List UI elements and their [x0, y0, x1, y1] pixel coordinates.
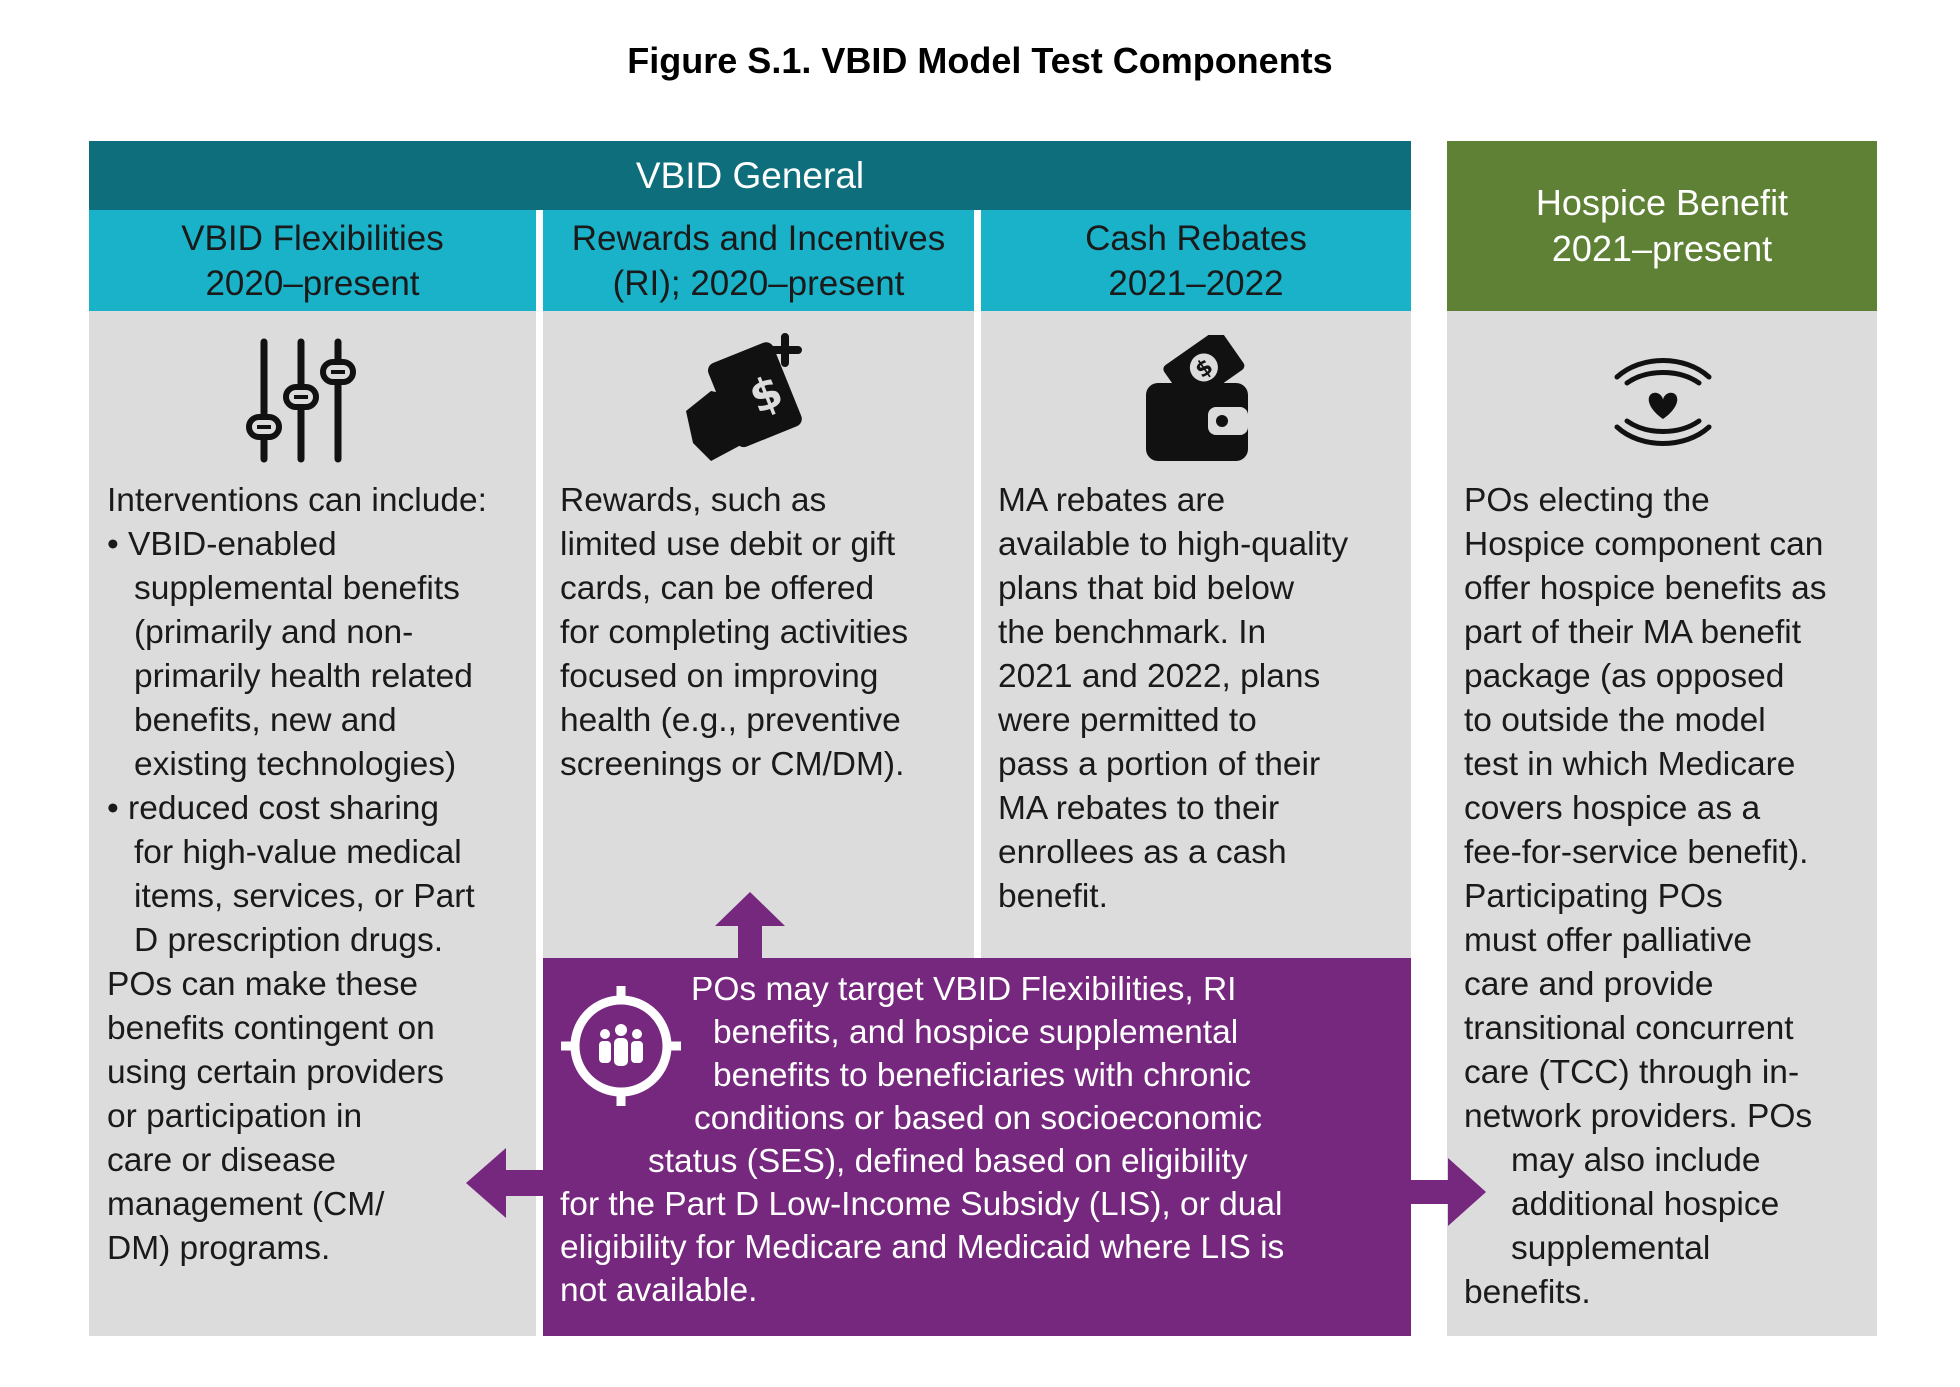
figure-title: Figure S.1. VBID Model Test Components	[627, 40, 1333, 81]
rewards-text: Rewards, such as limited use debit or gi…	[560, 482, 909, 783]
hospice-header: Hospice Benefit 2021–present	[1447, 141, 1877, 311]
arrow-left-icon	[466, 1148, 546, 1218]
hospice-header-line1: Hospice Benefit	[1535, 182, 1789, 223]
rewards-header: Rewards and Incentives (RI); 2020–presen…	[543, 210, 974, 311]
flex-outro: POs can make these benefits contingent o…	[107, 966, 445, 1267]
cash-rebates-header-line2: 2021–2022	[1108, 263, 1284, 303]
flexibilities-header: VBID Flexibilities 2020–present	[89, 210, 536, 311]
flexibilities-header-line2: 2020–present	[205, 263, 420, 303]
flex-bullet2: • reduced cost sharing for high-value me…	[107, 790, 475, 959]
flexibilities-header-line1: VBID Flexibilities	[181, 218, 444, 258]
flex-intro: Interventions can include:	[107, 482, 487, 519]
wallet-icon: $	[1146, 335, 1248, 461]
hospice-panel: POs electing the Hospice component can o…	[1447, 311, 1877, 1336]
targeting-box: POs may target VBID Flexibilities, RI be…	[543, 958, 1411, 1336]
flexibilities-text: Interventions can include: • VBID-enable…	[107, 479, 487, 1271]
rewards-header-line1: Rewards and Incentives	[571, 218, 946, 258]
rewards-header-line2: (RI); 2020–present	[612, 263, 905, 303]
cash-rebates-panel: $ MA rebates are available to high-quali…	[981, 311, 1411, 1336]
caring-hands-heart-icon	[1614, 358, 1712, 446]
hand-card-icon: $	[686, 333, 802, 461]
hospice-header-line2: 2021–present	[1551, 228, 1773, 269]
hospice-text: POs electing the Hospice component can o…	[1464, 482, 1827, 1311]
cash-rebates-header: Cash Rebates 2021–2022	[981, 210, 1411, 311]
flex-bullet1: • VBID-enabled supplemental benefits (pr…	[107, 526, 473, 783]
sliders-icon	[246, 338, 356, 463]
cash-rebates-text: MA rebates are available to high-quality…	[998, 482, 1349, 915]
flexibilities-panel: Interventions can include: • VBID-enable…	[89, 311, 536, 1336]
vbid-general-label: VBID General	[635, 154, 865, 196]
vbid-general-header: VBID General	[89, 141, 1411, 210]
cash-rebates-header-line1: Cash Rebates	[1085, 218, 1307, 258]
target-group-icon	[561, 986, 681, 1106]
arrow-right-icon	[1408, 1158, 1486, 1226]
arrow-up-icon	[715, 892, 785, 962]
